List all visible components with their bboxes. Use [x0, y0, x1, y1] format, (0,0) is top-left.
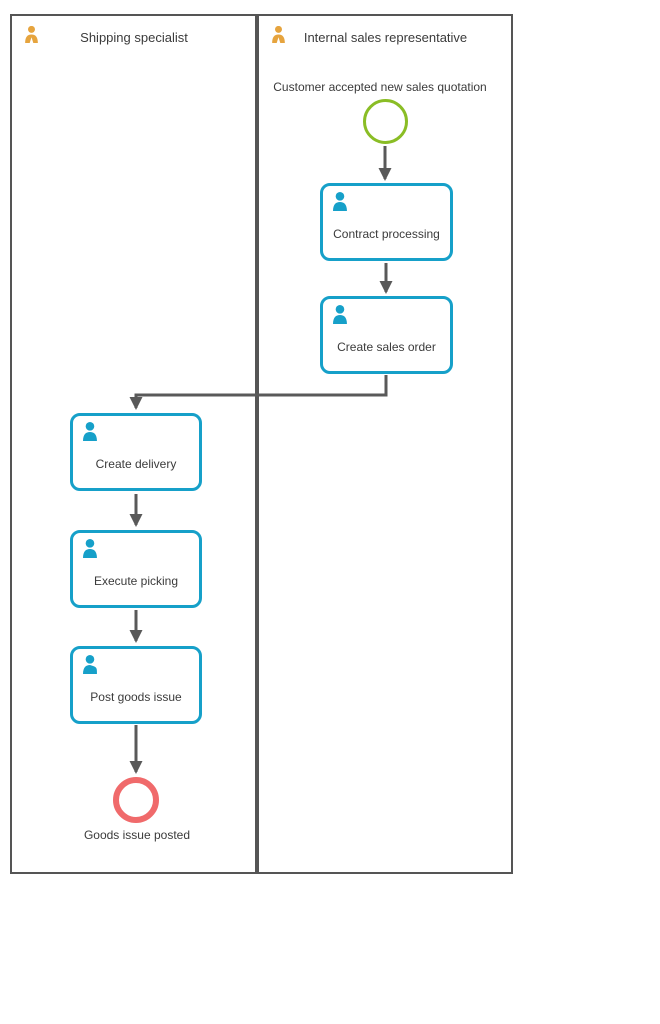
lane-title: Shipping specialist — [80, 30, 188, 45]
task-label: Contract processing — [333, 227, 440, 241]
end-event-label: Goods issue posted — [83, 828, 191, 842]
person-icon — [271, 25, 286, 49]
lane-title: Internal sales representative — [303, 30, 468, 45]
lane-header: Shipping specialist — [12, 16, 255, 49]
task-label: Create delivery — [95, 457, 177, 471]
user-task-icon — [332, 192, 353, 216]
task-label: Create sales order — [337, 340, 436, 354]
task-label: Post goods issue — [90, 690, 182, 704]
person-icon — [24, 25, 39, 49]
user-task-icon — [82, 539, 103, 563]
lane-header: Internal sales representative — [259, 16, 511, 49]
user-task-icon — [82, 655, 103, 679]
task-post-goods-issue[interactable]: Post goods issue — [70, 646, 202, 724]
user-task-icon — [82, 422, 103, 446]
task-label: Execute picking — [93, 574, 179, 588]
start-event[interactable] — [363, 99, 408, 144]
user-task-icon — [332, 305, 353, 329]
task-execute-picking[interactable]: Execute picking — [70, 530, 202, 608]
end-event[interactable] — [113, 777, 159, 823]
start-event-label: Customer accepted new sales quotation — [273, 80, 487, 94]
task-create-sales-order[interactable]: Create sales order — [320, 296, 453, 374]
task-contract-processing[interactable]: Contract processing — [320, 183, 453, 261]
task-create-delivery[interactable]: Create delivery — [70, 413, 202, 491]
